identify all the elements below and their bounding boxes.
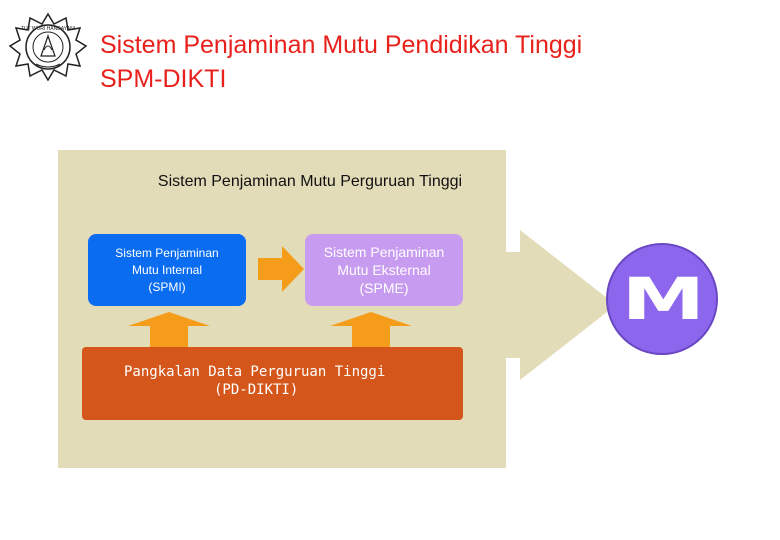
up-arrow-icon [330, 312, 412, 350]
spmi-line-1: Sistem Penjaminan [115, 245, 219, 260]
title-line-1: Sistem Penjaminan Mutu Pendidikan Tinggi [100, 31, 583, 59]
spme-line-2: Mutu Eksternal [337, 262, 431, 278]
tut-wuri-handayani-emblem-icon: TUT WURI HANDAYANI [8, 12, 88, 82]
pd-dikti-line-1: Pangkalan Data Perguruan Tinggi [124, 364, 386, 380]
right-arrow-icon [258, 246, 304, 292]
spme-line-3: (SPME) [359, 280, 409, 296]
quality-circle: M [606, 243, 718, 355]
page-title: Sistem Penjaminan Mutu Pendidikan Tinggi… [100, 28, 582, 96]
university-system-panel [58, 150, 506, 468]
spmi-line-3: (SPMI) [148, 279, 186, 294]
spme-line-1: Sistem Penjaminan [323, 244, 445, 260]
big-right-arrow-icon [506, 230, 616, 380]
quality-letter: M [621, 265, 706, 333]
title-line-2: SPM-DIKTI [100, 65, 227, 93]
spmi-line-2: Mutu Internal [131, 262, 203, 277]
system-label: Sistem Penjaminan Mutu Perguruan Tinggi [157, 173, 463, 190]
pd-dikti-box: Pangkalan Data Perguruan Tinggi (PD-DIKT… [82, 347, 463, 420]
logo-text: TUT WURI HANDAYANI [21, 26, 75, 32]
spme-box: Sistem Penjaminan Mutu Eksternal (SPME) [305, 234, 463, 306]
up-arrow-icon [128, 312, 210, 350]
pd-dikti-line-2: (PD-DIKTI) [214, 382, 299, 398]
spmi-box: Sistem Penjaminan Mutu Internal (SPMI) [88, 234, 246, 306]
